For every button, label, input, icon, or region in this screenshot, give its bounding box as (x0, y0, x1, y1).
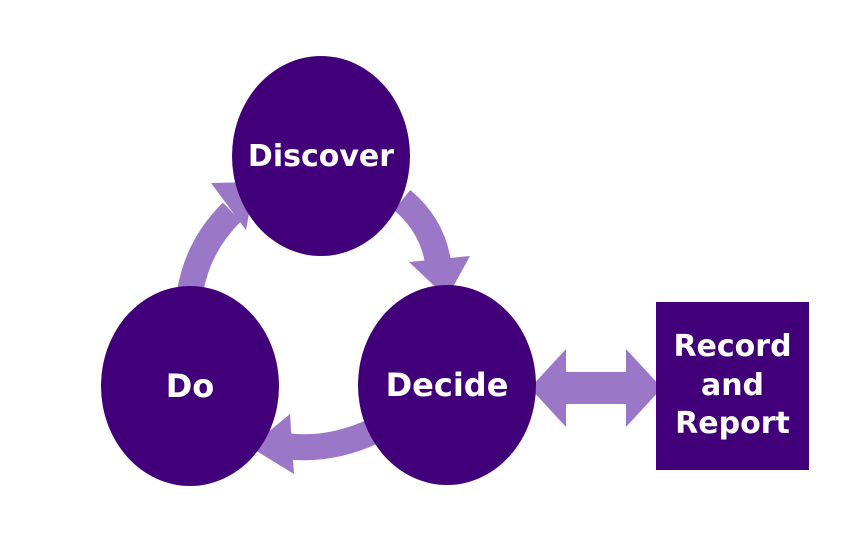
node-decide: Decide (358, 285, 536, 485)
arrow-discover-to-decide (393, 190, 451, 265)
node-discover-label: Discover (247, 138, 395, 174)
double-arrowhead-left (530, 349, 566, 427)
double-arrow-shaft (560, 372, 632, 404)
node-do-label: Do (165, 367, 215, 405)
arrow-decide-to-do (283, 418, 382, 461)
label-line-record: Record (673, 329, 792, 365)
double-arrowhead-right (626, 349, 662, 427)
arrow-do-to-discover (177, 202, 242, 295)
arrowhead-do (250, 414, 294, 474)
arrowhead-decide (409, 256, 470, 298)
node-discover: Discover (232, 56, 410, 256)
node-record-and-report: Record and Report (656, 302, 809, 470)
label-line-and: and (700, 367, 765, 403)
node-record-label: Record and Report (673, 328, 791, 443)
label-line-report: Report (675, 406, 790, 442)
node-do: Do (101, 286, 279, 486)
node-decide-label: Decide (385, 366, 509, 404)
